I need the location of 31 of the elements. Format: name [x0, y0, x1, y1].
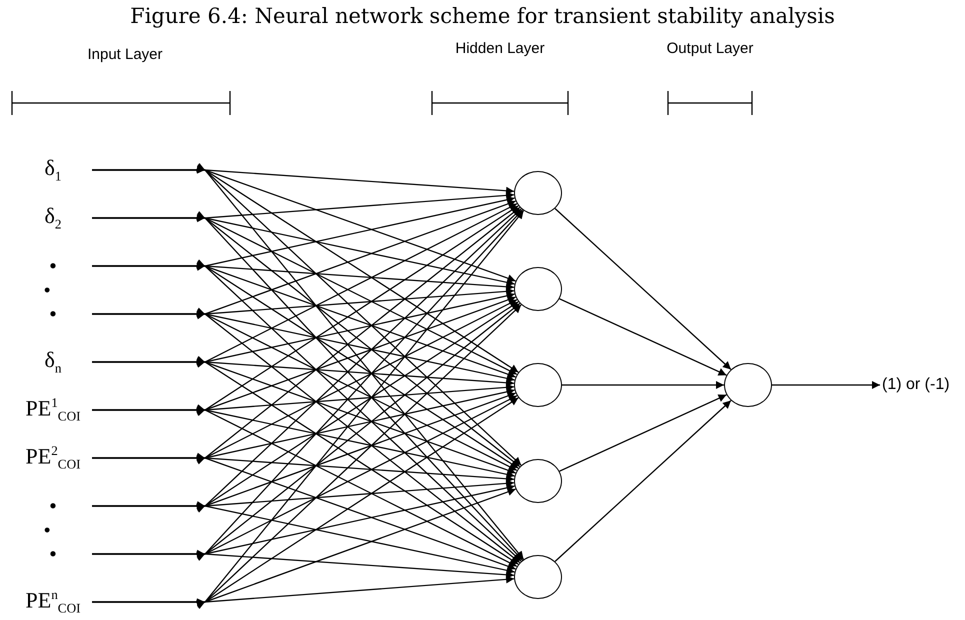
layer-label: Hidden Layer: [454, 40, 546, 58]
neuron-circle: [514, 267, 562, 311]
connection-arrow: [92, 356, 519, 565]
neuron-circle: [724, 363, 772, 407]
connection-arrow: [559, 394, 727, 472]
neuron-circle: [514, 555, 562, 599]
input-variable: •: [20, 298, 86, 330]
connection-arrow: [559, 298, 727, 376]
connection-arrow: [92, 452, 516, 570]
connection-arrow: [92, 501, 515, 574]
layer-label: Output Layer: [666, 40, 754, 58]
neuron-circle: [514, 171, 562, 215]
ellipsis-dot: •: [44, 280, 52, 300]
connection-arrow: [554, 208, 732, 370]
connection-arrow: [92, 550, 514, 578]
neuron-circle: [514, 459, 562, 503]
input-variable: •: [20, 490, 86, 522]
input-variable: •: [20, 538, 86, 570]
connection-arrow: [562, 381, 724, 389]
connection-arrow: [554, 400, 732, 562]
input-variable: δ$_{2}$: [20, 202, 86, 234]
input-variable: •: [20, 250, 86, 282]
input-variable: δ$_{1}$: [20, 154, 86, 186]
input-variable: δ$_{n}$: [20, 346, 86, 378]
output-value: (1) or (-1): [882, 373, 964, 397]
connection-arrow: [92, 576, 514, 606]
connection-arrow: [772, 381, 880, 389]
figure-title: Figure 6.4: Neural network scheme for transient stability analysis: [129, 4, 836, 28]
layer-label: Input Layer: [86, 46, 164, 64]
ellipsis-dot: •: [44, 520, 52, 540]
neuron-circle: [514, 363, 562, 407]
